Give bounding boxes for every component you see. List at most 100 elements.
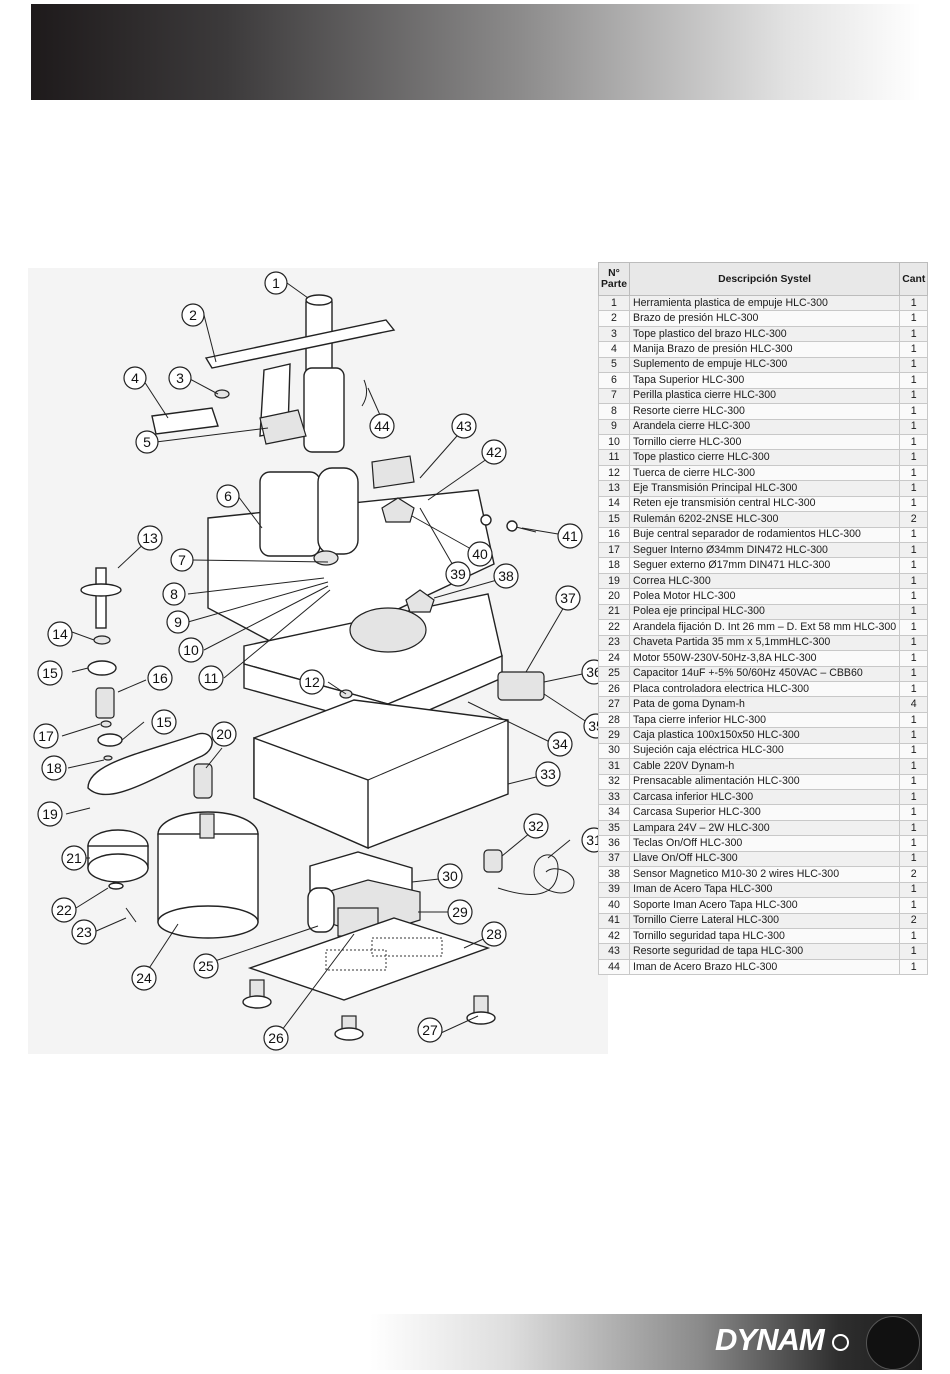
svg-text:15: 15 bbox=[156, 714, 172, 730]
svg-text:6: 6 bbox=[224, 488, 232, 504]
part-number-cell: 28 bbox=[598, 711, 630, 729]
quantity-cell: 2 bbox=[899, 866, 929, 883]
svg-text:12: 12 bbox=[304, 674, 320, 690]
quantity-cell: 1 bbox=[899, 449, 929, 466]
svg-text:34: 34 bbox=[552, 736, 568, 752]
part-number-cell: 38 bbox=[598, 866, 630, 883]
quantity-cell: 1 bbox=[899, 541, 929, 559]
description-cell: Soporte Iman Acero Tapa HLC-300 bbox=[628, 897, 901, 914]
description-cell: Carcasa inferior HLC-300 bbox=[628, 788, 901, 806]
description-cell: Lampara 24V – 2W HLC-300 bbox=[628, 819, 901, 837]
part-number-cell: 40 bbox=[598, 897, 630, 914]
svg-text:28: 28 bbox=[486, 926, 502, 942]
quantity-cell: 1 bbox=[899, 958, 929, 976]
svg-text:38: 38 bbox=[498, 568, 514, 584]
description-cell: Placa controladora electrica HLC-300 bbox=[628, 680, 901, 698]
quantity-cell: 1 bbox=[899, 788, 929, 806]
part-number-cell: 16 bbox=[598, 526, 630, 544]
quantity-cell: 1 bbox=[899, 526, 929, 544]
exploded-view-drawing: 1 2 3 4 5 6 7 8 9 10 11 12 13 14 15 16 1… bbox=[33, 271, 608, 1051]
part-number-cell: 6 bbox=[598, 372, 630, 389]
quantity-cell: 2 bbox=[899, 912, 929, 929]
quantity-cell: 1 bbox=[899, 773, 929, 791]
header-description: Descripción Systel bbox=[628, 262, 901, 296]
dynam-logo: DYNAM bbox=[715, 1322, 825, 1357]
svg-text:18: 18 bbox=[46, 760, 62, 776]
description-cell: Caja plastica 100x150x50 HLC-300 bbox=[628, 727, 901, 744]
part-number-cell: 30 bbox=[598, 742, 630, 760]
quantity-cell: 1 bbox=[899, 619, 929, 636]
part-number-cell: 18 bbox=[598, 557, 630, 574]
quantity-cell: 1 bbox=[899, 927, 929, 945]
part-number-cell: 19 bbox=[598, 572, 630, 590]
quantity-cell: 1 bbox=[899, 943, 929, 960]
quantity-cell: 1 bbox=[899, 310, 929, 327]
quantity-cell: 1 bbox=[899, 804, 929, 821]
description-cell: Motor 550W-230V-50Hz-3,8A HLC-300 bbox=[628, 650, 901, 667]
svg-text:20: 20 bbox=[216, 726, 232, 742]
part-number-cell: 21 bbox=[598, 603, 630, 621]
description-cell: Resorte seguridad de tapa HLC-300 bbox=[628, 943, 901, 960]
quantity-cell: 1 bbox=[899, 480, 929, 497]
part-number-cell: 15 bbox=[598, 511, 630, 528]
svg-text:39: 39 bbox=[450, 566, 466, 582]
description-cell: Tapa cierre inferior HLC-300 bbox=[628, 711, 901, 729]
description-cell: Capacitor 14uF +-5% 50/60Hz 450VAC – CBB… bbox=[628, 665, 901, 682]
description-cell: Correa HLC-300 bbox=[628, 572, 901, 590]
description-cell: Polea Motor HLC-300 bbox=[628, 588, 901, 605]
part-number-cell: 37 bbox=[598, 850, 630, 868]
part-number-cell: 27 bbox=[598, 696, 630, 713]
svg-text:13: 13 bbox=[142, 530, 158, 546]
description-cell: Buje central separador de rodamientos HL… bbox=[628, 526, 901, 544]
description-cell: Tornillo cierre HLC-300 bbox=[628, 433, 901, 451]
svg-text:10: 10 bbox=[183, 642, 199, 658]
part-number-cell: 2 bbox=[598, 310, 630, 327]
svg-text:3: 3 bbox=[176, 370, 184, 386]
svg-text:30: 30 bbox=[442, 868, 458, 884]
quantity-cell: 1 bbox=[899, 572, 929, 590]
description-cell: Tornillo Cierre Lateral HLC-300 bbox=[628, 912, 901, 929]
description-cell: Manija Brazo de presión HLC-300 bbox=[628, 341, 901, 358]
quantity-cell: 1 bbox=[899, 495, 929, 513]
svg-text:14: 14 bbox=[52, 626, 68, 642]
quantity-cell: 1 bbox=[899, 665, 929, 682]
quantity-cell: 1 bbox=[899, 711, 929, 729]
quantity-cell: 1 bbox=[899, 650, 929, 667]
svg-text:1: 1 bbox=[272, 275, 280, 291]
svg-text:9: 9 bbox=[174, 614, 182, 630]
svg-text:7: 7 bbox=[178, 552, 186, 568]
svg-text:42: 42 bbox=[486, 444, 502, 460]
part-number-cell: 31 bbox=[598, 758, 630, 775]
quantity-cell: 1 bbox=[899, 433, 929, 451]
quantity-cell: 1 bbox=[899, 758, 929, 775]
part-number-cell: 14 bbox=[598, 495, 630, 513]
description-cell: Brazo de presión HLC-300 bbox=[628, 310, 901, 327]
part-number-cell: 8 bbox=[598, 403, 630, 420]
part-number-cell: 24 bbox=[598, 650, 630, 667]
description-cell: Perilla plastica cierre HLC-300 bbox=[628, 387, 901, 405]
svg-text:29: 29 bbox=[452, 904, 468, 920]
description-cell: Herramienta plastica de empuje HLC-300 bbox=[628, 294, 901, 312]
quantity-cell: 1 bbox=[899, 680, 929, 698]
part-number-cell: 13 bbox=[598, 480, 630, 497]
quantity-cell: 1 bbox=[899, 588, 929, 605]
